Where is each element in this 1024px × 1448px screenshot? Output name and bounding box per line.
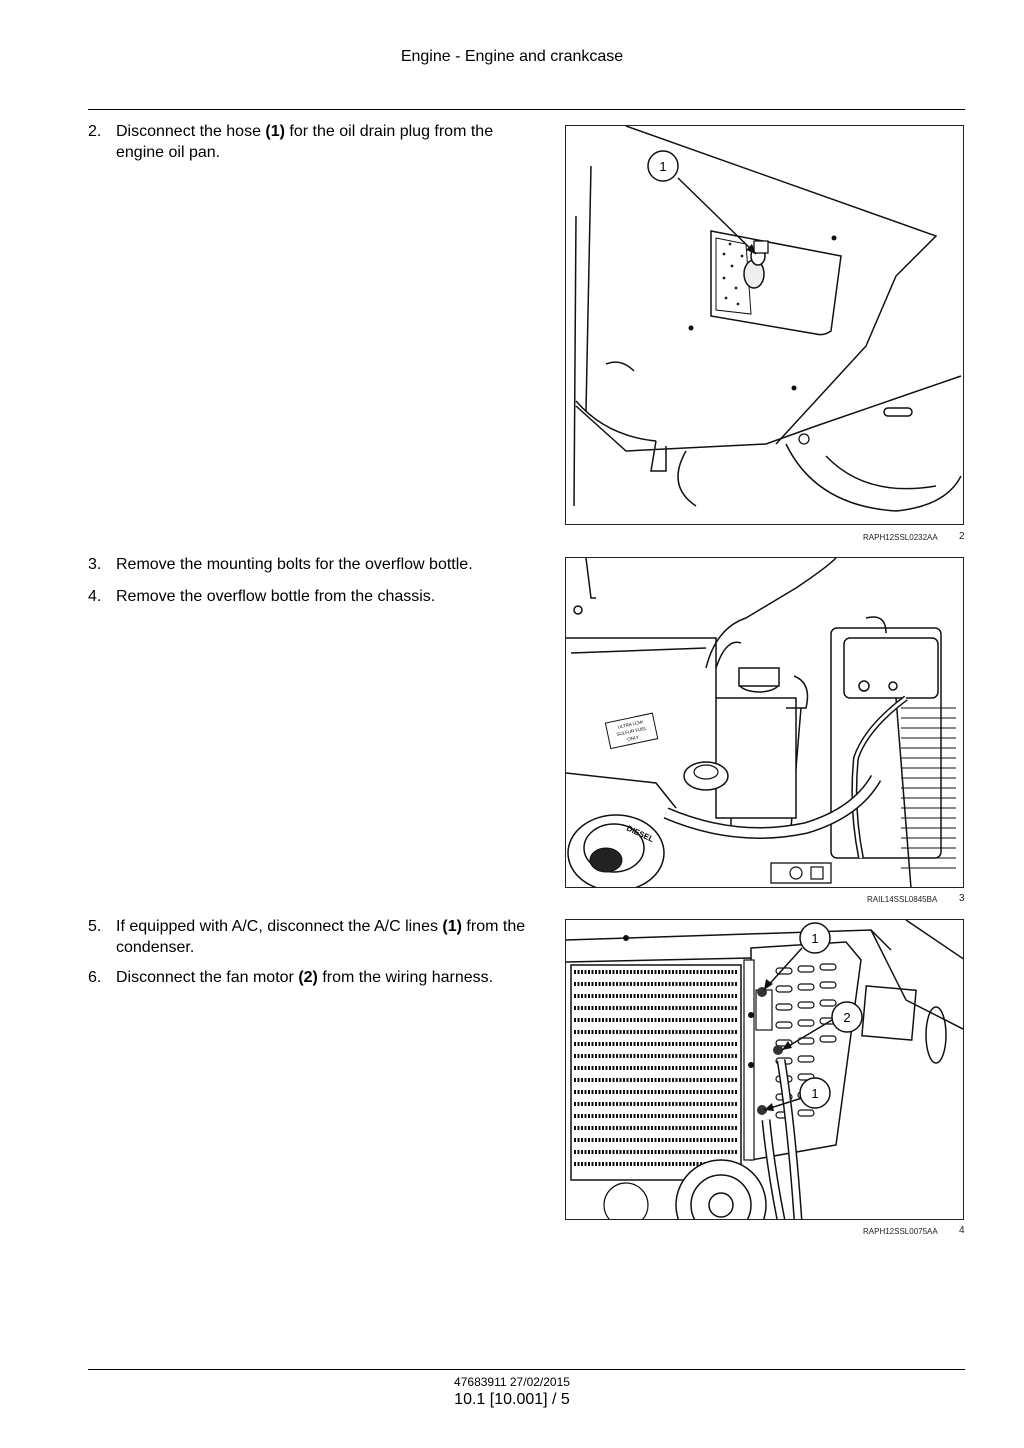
figure-condenser: 1 2 1 — [565, 919, 964, 1220]
page-number: 10.1 [10.001] / 5 — [454, 1391, 570, 1408]
figure-number: 4 — [959, 1225, 965, 1236]
header-divider — [88, 109, 965, 110]
step-number: 2. — [88, 123, 102, 140]
step-number: 6. — [88, 969, 102, 986]
callout-ref: (1) — [265, 123, 285, 140]
overflow-bottle-illustration: ULTRA LOW SULFUR FUEL ONLY DIESEL — [566, 558, 956, 887]
step-text-part: from the wiring harness. — [317, 969, 494, 986]
step-text: Disconnect the hose (1) for the oil drai… — [116, 121, 533, 163]
step-number: 3. — [88, 556, 102, 573]
step-text: Disconnect the fan motor (2) from the wi… — [116, 967, 533, 988]
step-text-part: If equipped with A/C, disconnect the A/C… — [116, 918, 443, 935]
step-4: 4. Remove the overflow bottle from the c… — [88, 586, 533, 607]
step-text: Remove the overflow bottle from the chas… — [116, 588, 436, 605]
step-number: 4. — [88, 588, 102, 605]
oil-pan-illustration: 1 — [573, 126, 962, 512]
step-5: 5. If equipped with A/C, disconnect the … — [88, 916, 533, 958]
figure-number: 3 — [959, 893, 965, 904]
step-6: 6. Disconnect the fan motor (2) from the… — [88, 967, 533, 988]
figure-ref-code: RAPH12SSL0075AA — [863, 1227, 938, 1236]
decal-line: SULFUR FUEL — [616, 726, 648, 737]
figure-overflow-bottle: ULTRA LOW SULFUR FUEL ONLY DIESEL — [565, 557, 964, 888]
step-text: If equipped with A/C, disconnect the A/C… — [116, 916, 533, 958]
figure-ref-code: RAPH12SSL0232AA — [863, 533, 938, 542]
step-text: Remove the mounting bolts for the overfl… — [116, 556, 473, 573]
step-text-part: Disconnect the hose — [116, 123, 266, 140]
callout-label: 1 — [811, 931, 818, 946]
step-text-part: Disconnect the fan motor — [116, 969, 299, 986]
figure-number: 2 — [959, 531, 965, 542]
step-text-part: for the oil drain plug from the engine o… — [116, 123, 494, 161]
document-code: 47683911 27/02/2015 — [454, 1375, 570, 1389]
callout-ref: (2) — [298, 969, 318, 986]
step-3: 3. Remove the mounting bolts for the ove… — [88, 554, 533, 575]
figure-ref-code: RAIL14SSL0845BA — [867, 895, 938, 904]
callout-label: 1 — [659, 159, 666, 174]
footer-divider — [88, 1369, 965, 1370]
decal-line: ULTRA LOW — [617, 719, 644, 729]
decal-line: ONLY — [627, 734, 640, 741]
condenser-illustration: 1 2 1 — [566, 920, 963, 1219]
callout-label: 1 — [811, 1086, 818, 1101]
step-text-part: from the condenser. — [116, 918, 526, 956]
callout-label: 2 — [843, 1010, 850, 1025]
step-number: 5. — [88, 918, 102, 935]
step-2: 2. Disconnect the hose (1) for the oil d… — [88, 121, 533, 163]
page-header-title: Engine - Engine and crankcase — [400, 48, 624, 65]
callout-ref: (1) — [442, 918, 462, 935]
figure-oil-pan: 1 — [565, 125, 964, 525]
